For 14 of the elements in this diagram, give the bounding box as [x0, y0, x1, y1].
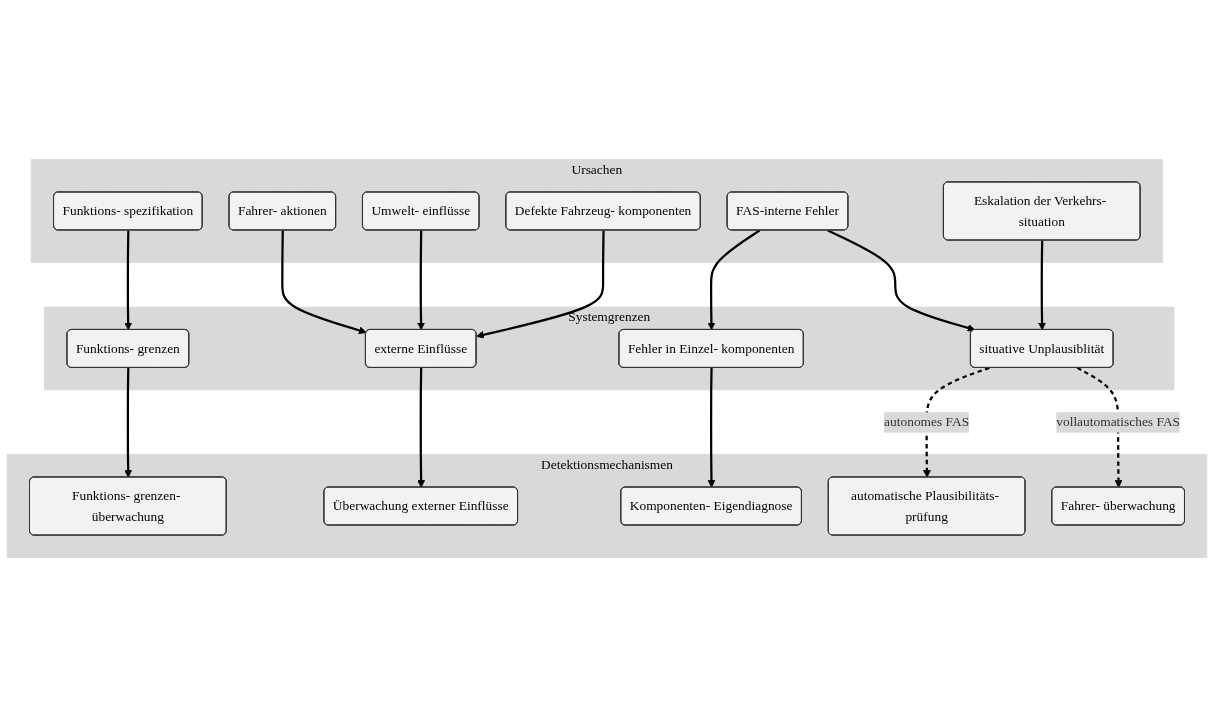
arrow: [417, 230, 425, 331]
arrow: [124, 230, 133, 331]
arrow: [827, 229, 976, 332]
arrow: [417, 367, 426, 488]
arrow: [923, 366, 990, 478]
edge-label: vollautomatisches FAS: [1056, 414, 1181, 430]
arrow: [707, 229, 761, 331]
edge-label: autonomes FAS: [884, 414, 970, 430]
arrow: [1076, 366, 1123, 488]
arrow: [707, 367, 716, 488]
arrow: [476, 230, 605, 339]
arrow: [281, 230, 367, 335]
arrow: [124, 367, 133, 478]
arrow: [1038, 240, 1046, 331]
